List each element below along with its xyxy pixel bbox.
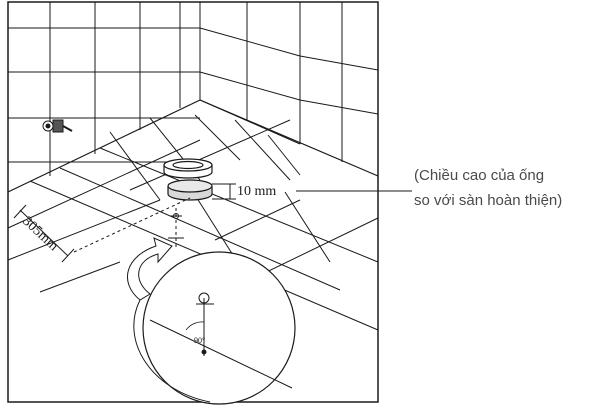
height-dimension	[212, 183, 236, 200]
magnifier-connector-arc	[133, 299, 211, 403]
height-dimension-label: 10 mm	[237, 184, 276, 199]
drain-pipe-flange	[167, 179, 213, 201]
callout-text-line-2: so với sàn hoàn thiện)	[414, 192, 563, 209]
callout-text-line-1: (Chiều cao của ống	[414, 167, 545, 184]
diagram-frame	[7, 1, 379, 403]
floor-edge	[7, 99, 379, 193]
floor-tiles	[7, 114, 379, 331]
drain-pipe-top	[163, 158, 213, 179]
angle-label: 90°	[194, 336, 205, 345]
zoom-arrow-icon	[126, 237, 173, 301]
distance-dimension-label: 305mm	[19, 214, 61, 254]
wall-valve-icon	[42, 119, 73, 133]
magnified-detail	[142, 251, 296, 405]
center-line	[73, 197, 191, 253]
distance-dimension	[13, 204, 75, 263]
